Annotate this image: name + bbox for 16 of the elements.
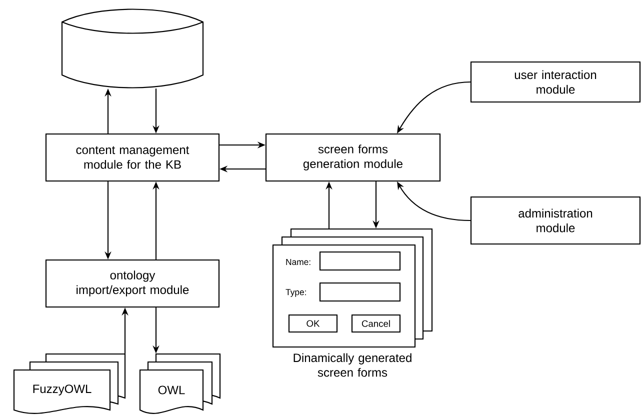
- form-button: OK: [288, 314, 338, 333]
- field-label: Name:: [286, 258, 310, 266]
- module-box: screen forms generation module: [265, 133, 441, 182]
- module-box: administration module: [470, 196, 641, 245]
- document-stack: OWL: [139, 353, 221, 414]
- input-field: [319, 282, 401, 302]
- module-box: user interaction module: [470, 61, 641, 103]
- node-label: FuzzyOWL: [33, 384, 92, 396]
- input-field: [319, 251, 401, 271]
- module-box: ontology import/export module: [45, 259, 220, 308]
- database-cylinder: [61, 8, 204, 88]
- document-stack: FuzzyOWL: [13, 353, 126, 414]
- field-label: Type:: [286, 289, 306, 297]
- node-label: Dinamically generated screen forms: [294, 353, 412, 377]
- module-box: content management module for the KB: [45, 133, 220, 182]
- form-button: Cancel: [351, 314, 401, 333]
